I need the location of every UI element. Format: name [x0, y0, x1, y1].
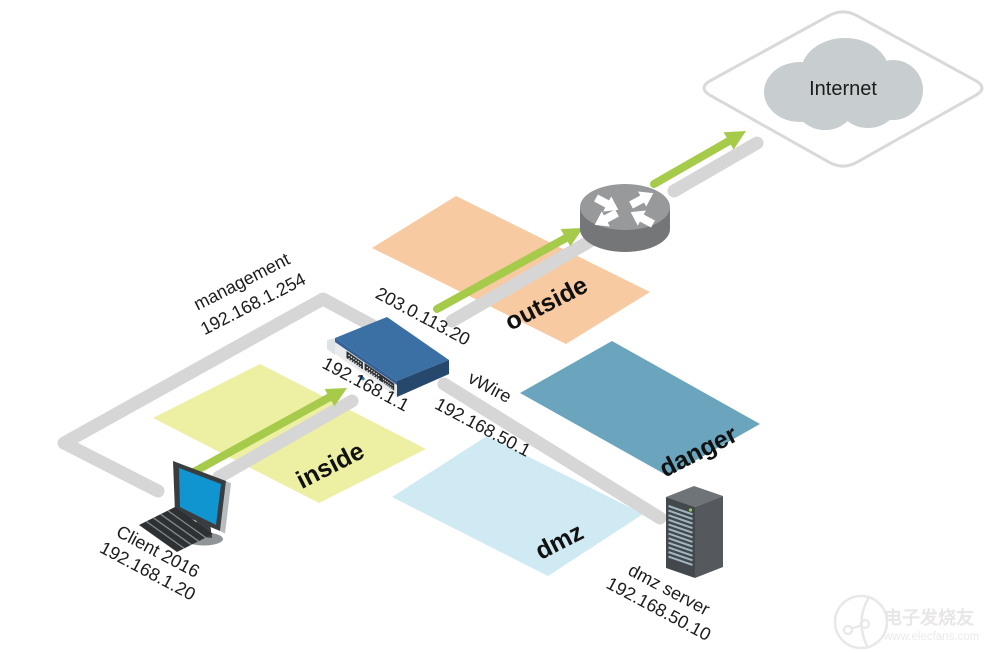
client-computer-icon [139, 461, 231, 552]
server-vents [668, 505, 693, 566]
traffic-arrow-inside-shaft [177, 393, 334, 483]
server-top-face [666, 486, 723, 507]
router-top [580, 184, 670, 230]
server-led [688, 508, 693, 512]
link-line-internet [667, 136, 764, 198]
server-side-face [695, 496, 723, 578]
firewall-front-top-strip [335, 338, 397, 385]
vwire-link-line [437, 377, 667, 525]
internet-cloud-icon [764, 38, 923, 130]
firewall-port-pins [382, 378, 393, 389]
link-line-outside [445, 230, 604, 328]
traffic-arrow-internet-head [723, 131, 746, 150]
router-arrows [594, 191, 655, 228]
management-link-line [57, 292, 395, 498]
traffic-arrow-outside-shaft [433, 234, 570, 313]
traffic-arrow-inside-head [324, 388, 347, 407]
monitor-screen [179, 468, 221, 525]
internet-label: Internet [809, 78, 877, 100]
link-line-inside [212, 394, 359, 484]
firewall-top-face [335, 317, 449, 381]
watermark-site: www.elecfans.com [883, 631, 979, 643]
watermark-brand: 电子发烧友 [884, 607, 974, 628]
watermark-logo-icon [833, 594, 889, 650]
keyboard-keys [145, 510, 207, 549]
monitor-side-edge [220, 481, 231, 534]
management-link-label: management 192.168.1.254 [190, 249, 309, 339]
server-icon [666, 486, 723, 578]
router-icon [580, 184, 670, 252]
traffic-arrow-internet-shaft [650, 137, 733, 188]
firewall-port-pins [366, 366, 380, 380]
zone-danger [520, 341, 760, 476]
firewall-port-pins [348, 354, 362, 368]
firewall-port-block [381, 374, 395, 391]
firewall-icon [327, 317, 449, 397]
keyboard [139, 507, 213, 552]
zone-dmz [392, 436, 643, 576]
firewall-console-port [359, 375, 365, 381]
traffic-arrow-outside-head [560, 228, 583, 247]
firewall-side-face [397, 360, 449, 397]
watermark: 电子发烧友 www.elecfans.com [833, 594, 979, 650]
firewall-left-bracket [327, 338, 335, 355]
